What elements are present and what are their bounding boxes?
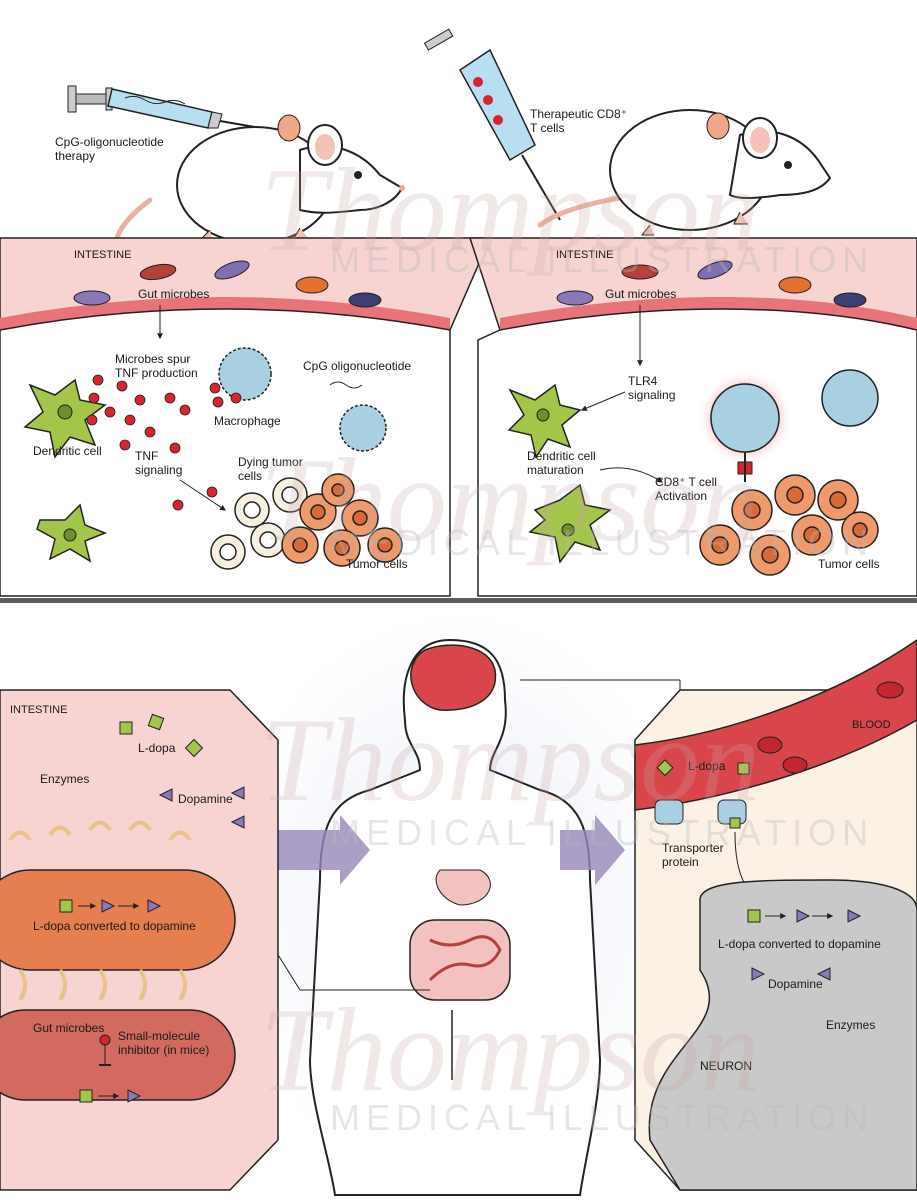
tumor-cells-icon (210, 473, 403, 570)
watermark-script: Thompson (260, 143, 760, 276)
conversion-icon (59, 899, 162, 913)
tumor-cells-label: Tumor cells (818, 557, 880, 571)
dc-maturation-label: Dendritic cell (527, 449, 596, 463)
enzymes-label: Enzymes (40, 772, 89, 786)
ldopa-icon (119, 713, 204, 758)
tlr4-label: TLR4 (628, 374, 658, 388)
neuron (648, 879, 917, 1191)
dendritic-cell-icon (507, 383, 612, 564)
dying-tumor-label-2: cells (238, 469, 262, 483)
cpg-therapy-label: CpG-oligonucleotide (55, 135, 164, 149)
gut-microbes-label: Gut microbes (605, 287, 676, 301)
ldopa-icon (656, 759, 750, 777)
blood-vessel (634, 639, 917, 811)
converted-label: L-dopa converted to dopamine (33, 919, 196, 933)
gut-microbes-label: Gut microbes (138, 287, 209, 301)
conversion-icon (747, 909, 862, 923)
blood-label: BLOOD (852, 719, 891, 731)
intestine-lining (0, 297, 450, 330)
macrophage-icon (218, 347, 387, 452)
cd8-therapy-label: Therapeutic CD8⁺ (530, 107, 627, 121)
panel-gut-ldopa: INTESTINE L-dopa Enzymes Dopamine L-dopa… (0, 689, 279, 1191)
dopamine-label: Dopamine (768, 977, 823, 991)
transporter-label: Transporter (662, 841, 724, 855)
macrophage-label: Macrophage (214, 414, 281, 428)
dendritic-cell-label: Dendritic cell (33, 444, 102, 458)
dying-tumor-label: Dying tumor (238, 455, 303, 469)
microbe-icon (556, 260, 867, 308)
transporter-label-2: protein (662, 855, 699, 869)
panel-cpg-therapy: CpG-oligonucleotide therapy INTESTINE (0, 85, 492, 597)
intestine-label: INTESTINE (556, 249, 613, 261)
dopamine-icon (751, 967, 831, 981)
converted-label: L-dopa converted to dopamine (718, 937, 881, 951)
neuron-label: NEURON (700, 1059, 752, 1073)
red-blood-cell-icon (757, 681, 904, 774)
panel-brain-ldopa: BLOOD L-dopa Transporter protein L-dopa … (634, 639, 917, 1191)
flow-arrow-left (278, 815, 370, 885)
bacterium-icon (0, 820, 236, 1101)
syringe-icon (67, 85, 273, 131)
inhibitor-label: Small-molecule (118, 1029, 200, 1043)
tnf-label: TNF (135, 449, 158, 463)
dopamine-icon (158, 786, 245, 829)
enzymes-label: Enzymes (826, 1018, 875, 1032)
tnf-dots (86, 374, 242, 511)
tlr4-label-2: signaling (628, 388, 675, 402)
intestine-label: INTESTINE (10, 704, 67, 716)
t-cell-icon (697, 369, 879, 482)
inhibitor-icon (99, 1034, 111, 1066)
mouse-icon (537, 109, 832, 236)
flow-arrow-right (560, 815, 625, 885)
watermark-script: Thompson (260, 983, 760, 1116)
mouse-icon (113, 114, 405, 274)
cpg-therapy-label-2: therapy (55, 149, 95, 163)
watermark-script: Thompson (260, 433, 760, 566)
ldopa-label: L-dopa (138, 741, 176, 755)
watermark-line: MEDICAL ILLUSTRATION (330, 1097, 874, 1138)
intestine-label: INTESTINE (74, 249, 131, 261)
watermark-script: Thompson (260, 693, 760, 826)
dc-maturation-label-2: maturation (527, 463, 584, 477)
microbe-icon (73, 260, 382, 308)
ldopa-label: L-dopa (688, 759, 726, 773)
cd8-activation-label: CD8⁺ T cell (655, 475, 717, 489)
tnf-label-2: signaling (135, 463, 182, 477)
watermark-line: MEDICAL ILLUSTRATION (330, 812, 874, 853)
gut-microbes-label: Gut microbes (33, 1021, 104, 1035)
dendritic-cell-icon (23, 378, 108, 563)
cpg-oligo-label: CpG oligonucleotide (303, 359, 411, 373)
inhibitor-label-2: inhibitor (in mice) (118, 1043, 209, 1057)
transporter-icon (654, 799, 747, 829)
blocked-conversion-icon (79, 1089, 142, 1103)
section-divider (0, 598, 917, 603)
cd8-therapy-label-2: T cells (530, 121, 564, 135)
cd8-activation-label-2: Activation (655, 489, 707, 503)
watermark-line: MEDICAL ILLUSTRATION (330, 239, 874, 280)
human-body-icon (308, 638, 602, 1196)
microbes-spur-label-2: TNF production (115, 366, 198, 380)
dopamine-label: Dopamine (178, 792, 233, 806)
watermark: Thompson MEDICAL ILLUSTRATION Thompson M… (260, 143, 874, 1138)
tumor-cells-icon (699, 474, 879, 576)
tumor-cells-label: Tumor cells (346, 557, 408, 571)
panel-body (0, 308, 451, 597)
microbes-spur-label: Microbes spur (115, 352, 190, 366)
intestine-lining (500, 297, 917, 330)
panel-cd8-therapy: Therapeutic CD8⁺ T cells INTESTINE Gut m… (423, 28, 917, 597)
syringe-icon (423, 28, 561, 221)
watermark-line: MEDICAL ILLUSTRATION (330, 522, 874, 563)
